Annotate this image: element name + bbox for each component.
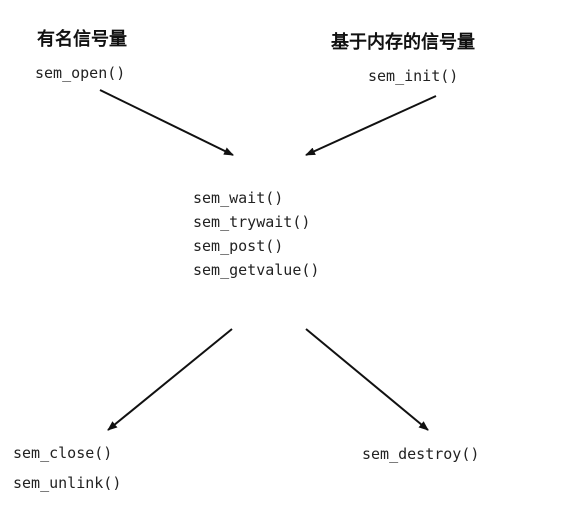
op-sem-getvalue: sem_getvalue() [193,261,320,279]
sem-init-label: sem_init() [368,67,459,85]
sem-close-label: sem_close() [13,444,113,462]
sem-destroy-label: sem_destroy() [362,445,480,463]
arrow-ops-to-close [107,328,233,431]
op-sem-trywait: sem_trywait() [193,213,311,231]
common-operations-list: sem_wait() sem_trywait() sem_post() sem_… [193,186,319,282]
arrow-open-to-ops [99,89,234,156]
arrow-ops-to-destroy [305,328,429,431]
op-sem-post: sem_post() [193,237,284,255]
named-semaphore-title: 有名信号量 [37,29,127,50]
memory-semaphore-title: 基于内存的信号量 [331,32,475,53]
sem-unlink-label: sem_unlink() [13,474,122,492]
sem-open-label: sem_open() [35,64,126,82]
arrow-init-to-ops [305,95,437,156]
op-sem-wait: sem_wait() [193,189,284,207]
